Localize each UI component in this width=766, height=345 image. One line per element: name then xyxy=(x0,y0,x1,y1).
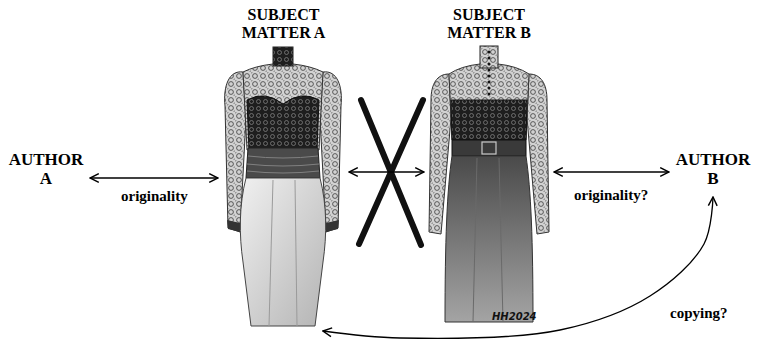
cuff xyxy=(227,220,240,232)
bodice xyxy=(243,64,323,150)
connector-arrow xyxy=(90,177,218,178)
collar xyxy=(273,47,293,66)
belt xyxy=(452,140,526,156)
edge-label: originality? xyxy=(572,187,650,203)
connector-arrow xyxy=(554,171,669,172)
collar xyxy=(480,46,498,68)
button xyxy=(488,51,491,54)
button xyxy=(488,93,491,96)
signature-box: HH2024 xyxy=(492,306,537,324)
skirt-fold xyxy=(269,180,297,326)
waist-band xyxy=(246,148,320,178)
connector-arrow xyxy=(323,197,713,338)
connector-arrow xyxy=(349,171,424,172)
yoke xyxy=(451,100,527,140)
node-heading: SUBJECT MATTER B xyxy=(428,6,550,42)
subject-matter: SUBJECT MATTER B xyxy=(428,6,550,324)
edge-label-box: copying? xyxy=(668,304,730,322)
subject-matter: SUBJECT MATTER A xyxy=(222,6,345,328)
dress-b xyxy=(429,46,549,322)
corset xyxy=(247,96,319,150)
edge-label: originality xyxy=(119,188,190,204)
signature: HH2024 xyxy=(492,311,537,322)
buckle xyxy=(482,142,496,154)
edge-label-box: originality? xyxy=(572,186,650,204)
button xyxy=(488,81,491,84)
buttons xyxy=(488,51,491,96)
skirt xyxy=(240,178,325,326)
button xyxy=(488,69,491,72)
cuff xyxy=(326,220,339,232)
skirt-fold xyxy=(473,158,503,322)
node-heading: AUTHOR A xyxy=(6,150,86,188)
author-label: AUTHOR A xyxy=(6,150,86,191)
button xyxy=(488,75,491,78)
button xyxy=(488,63,491,66)
author-label: AUTHOR B xyxy=(673,150,753,191)
button xyxy=(488,57,491,60)
edge-label-box: originality xyxy=(119,187,190,205)
node-heading: AUTHOR B xyxy=(673,150,753,188)
skirt xyxy=(445,156,533,322)
bodice xyxy=(449,64,529,140)
band-fold xyxy=(247,156,319,173)
dress-a xyxy=(225,47,342,326)
edge-label: copying? xyxy=(668,305,730,321)
button xyxy=(488,87,491,90)
node-heading: SUBJECT MATTER A xyxy=(222,6,345,42)
